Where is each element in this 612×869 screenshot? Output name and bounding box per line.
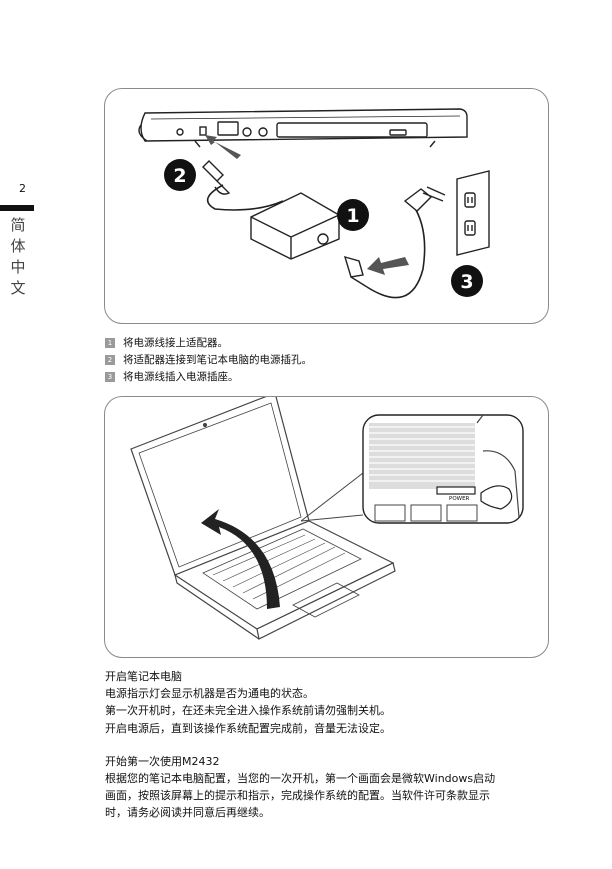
step-2-number: 2 [105,354,115,365]
step-1-number: 1 [105,337,115,348]
step-2-text: 将适配器连接到笔记本电脑的电源插孔。 [123,354,312,366]
step-3-number: 3 [105,371,115,382]
callout-3-label: 3 [460,271,473,293]
instructions: 开启笔记本电脑 电源指示灯会显示机器是否为通电的状态。 第一次开机时，在还未完全… [105,668,555,822]
page-number: 2 [19,182,26,195]
wall-plug-icon [403,186,446,212]
open-laptop [130,397,396,640]
callout-1: 1 [337,199,369,231]
power-connection-figure: 1 2 3 [104,88,549,324]
language-label: 简体中文 [10,216,26,297]
connection-steps: 1 将电源线接上适配器。 2 将适配器连接到笔记本电脑的电源插孔。 3 将电源线… [105,334,312,385]
mains-plug-icon [343,255,368,288]
laptop-side-view [138,108,468,148]
step-3: 3 将电源线插入电源插座。 [105,368,312,385]
sidebar-bar [0,205,34,211]
power-connection-illustration: 1 2 3 [138,108,490,299]
open-lid-arrow-icon [201,509,280,609]
section2-line-1: 根据您的笔记本电脑配置，当您的一次开机，第一个画面会是微软Windows启动 [105,772,496,786]
step-3-text: 将电源线插入电源插座。 [123,371,239,383]
power-button [436,486,476,495]
dc-cable [206,184,284,211]
section1-line-2: 第一次开机时，在还未完全进入操作系统前请勿强制关机。 [105,704,391,718]
section2-line-3: 时，请务必阅读并同意后再继续。 [105,806,270,820]
power-on-figure: POWER [104,396,549,658]
section1-line-3: 开启电源后，直到该操作系统配置完成前，音量无法设定。 [105,721,391,735]
power-on-illustration: POWER [130,397,524,640]
section2-title: 开始第一次使用M2432 [105,754,220,768]
callout-2-label: 2 [173,165,186,187]
step-1: 1 将电源线接上适配器。 [105,334,312,351]
callout-3: 3 [451,265,483,297]
arrow-into-laptop-icon [205,135,241,159]
callout-1-label: 1 [346,205,359,227]
step-1-text: 将电源线接上适配器。 [123,337,228,349]
section1-title: 开启笔记本电脑 [105,670,182,683]
arrow-into-adapter-icon [367,257,409,275]
wall-outlet-icon [456,170,490,256]
section2-line-2: 画面，按照该屏幕上的提示和指示，完成操作系统的配置。当软件许可条款显示 [105,789,490,803]
power-label: POWER [449,496,470,502]
power-button-zoom: POWER [362,414,524,524]
power-adapter-icon [250,192,340,260]
callout-2: 2 [164,159,196,191]
section1-line-1: 电源指示灯会显示机器是否为通电的状态。 [105,687,314,701]
finger-icon [480,485,513,510]
step-2: 2 将适配器连接到笔记本电脑的电源插孔。 [105,351,312,368]
ac-cable [366,204,426,299]
zoom-lines [300,472,364,522]
